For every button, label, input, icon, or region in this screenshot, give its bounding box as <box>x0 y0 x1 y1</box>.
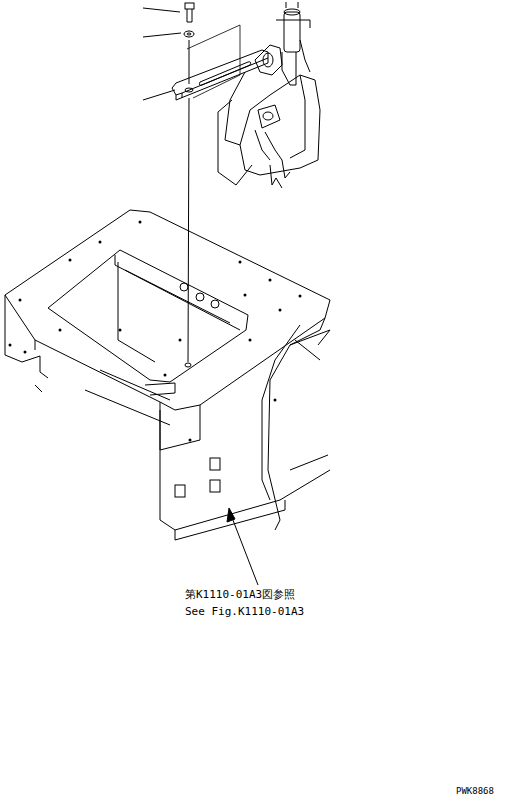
reference-arrow <box>227 508 258 585</box>
operator-frame <box>5 210 330 540</box>
holes <box>9 221 302 442</box>
assembly-line <box>188 98 189 362</box>
washer <box>184 31 194 37</box>
reference-note: 第K1110-01A3図参照 <box>185 588 295 601</box>
bolt <box>185 3 194 22</box>
reference-note: See Fig.K1110-01A3 <box>185 605 304 618</box>
drawing-number: PWK8868 <box>456 785 494 798</box>
lever-assembly <box>218 2 320 188</box>
slotted-plate <box>172 50 268 100</box>
leader-lines <box>143 8 181 100</box>
